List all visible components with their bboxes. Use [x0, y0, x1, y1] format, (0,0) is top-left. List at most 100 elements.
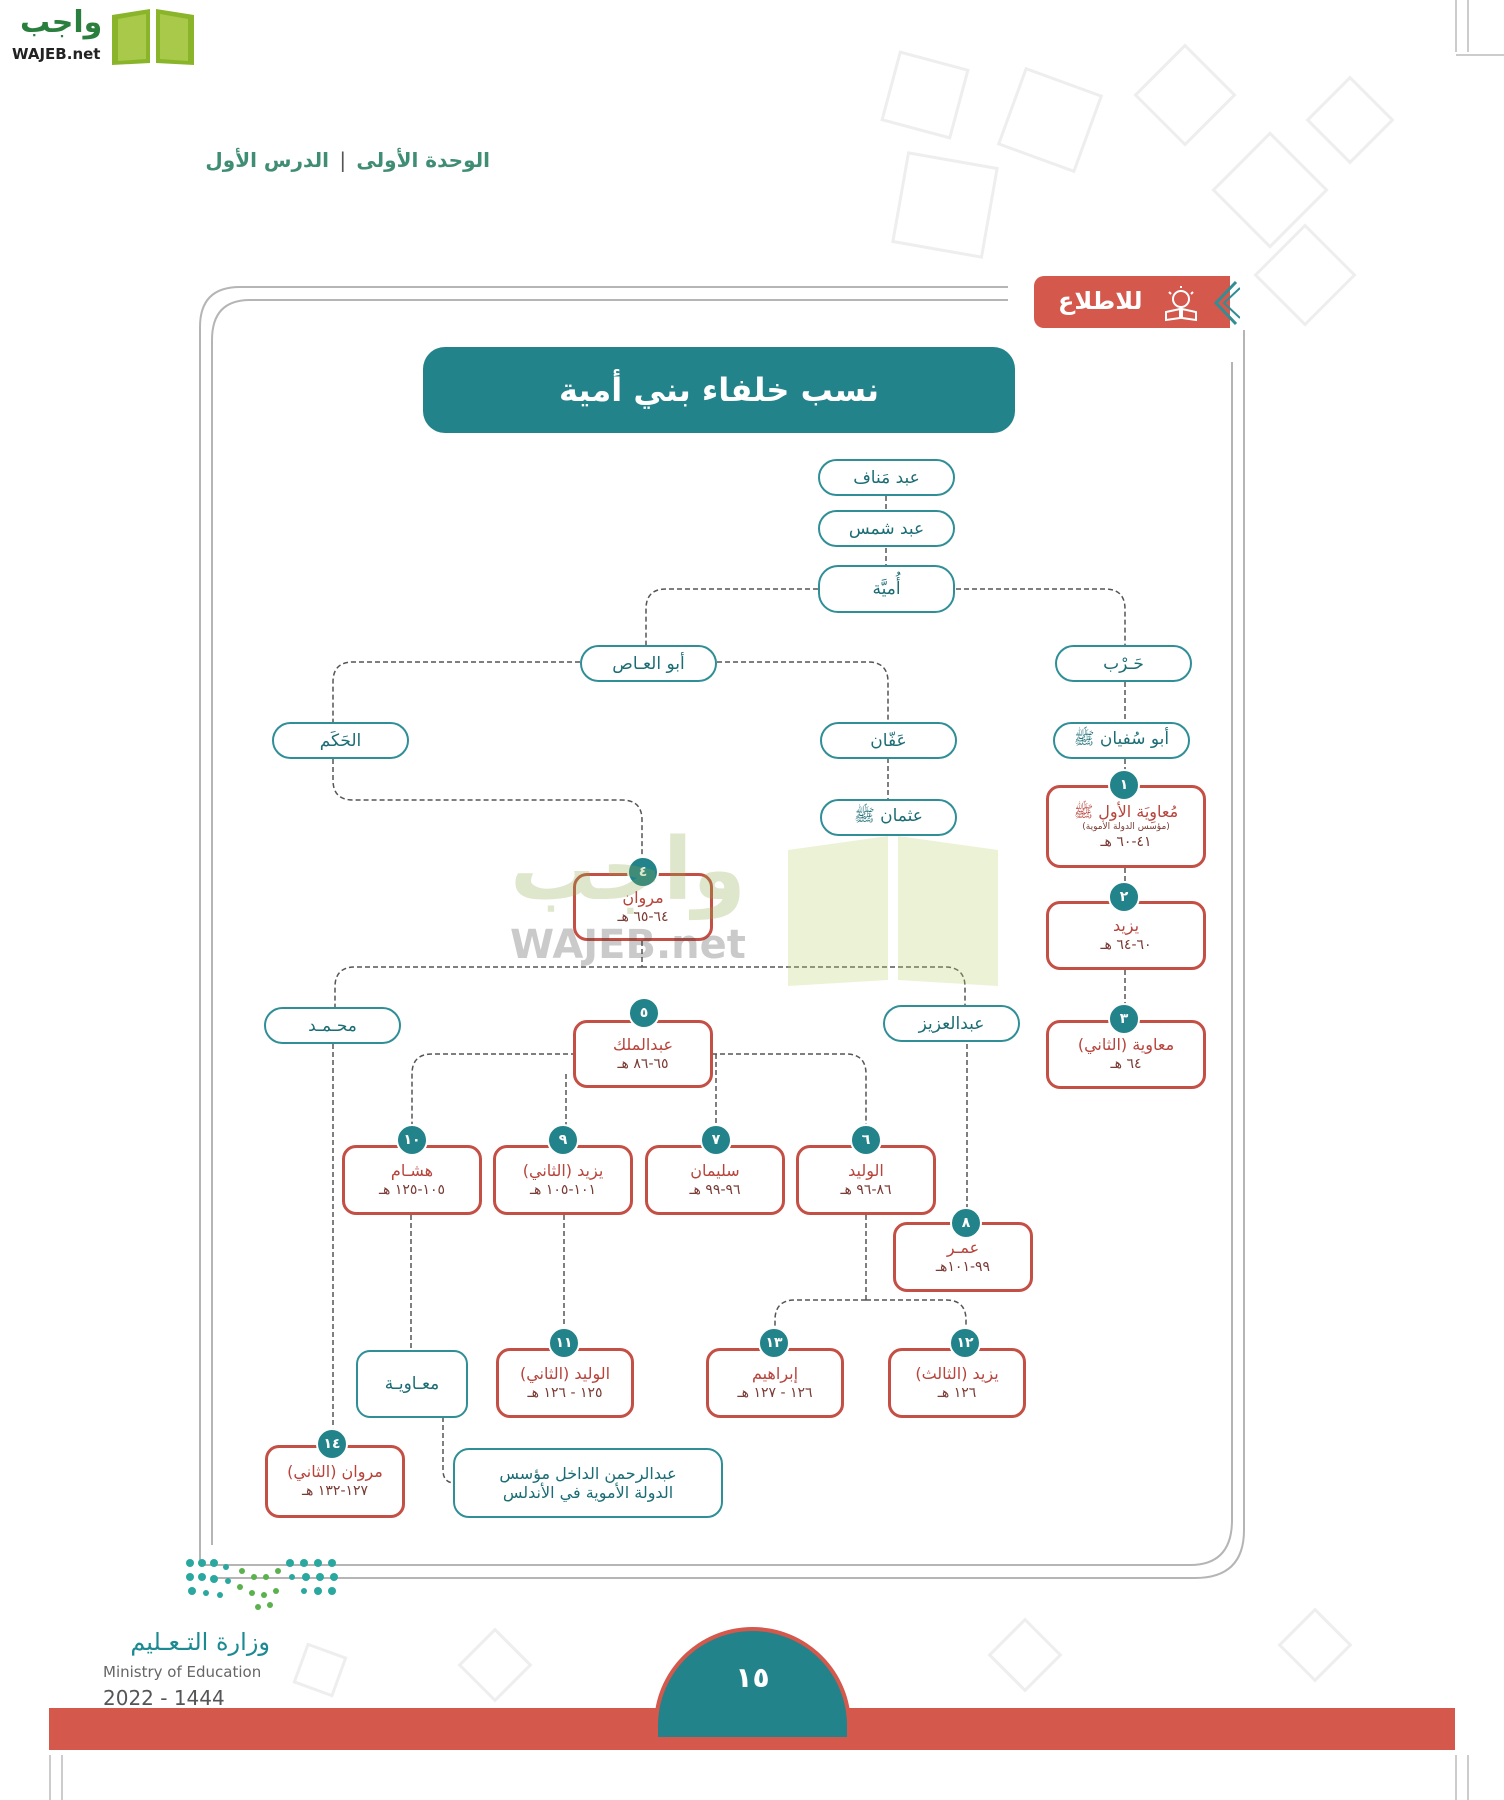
node-walid-2: الوليد (الثاني) ١٢٥ - ١٢٦ هـ: [496, 1348, 634, 1418]
badge-11: ١١: [548, 1327, 580, 1359]
site-logo: واجب WAJEB.net: [8, 5, 194, 67]
info-tag-background: [1034, 276, 1230, 328]
node-yazid-3: يزيد (الثالث) ١٢٦ هـ: [888, 1348, 1026, 1418]
header-separator: |: [339, 148, 347, 172]
badge-7: ٧: [700, 1124, 732, 1156]
node-name: الوليد: [848, 1160, 884, 1180]
unit-title: الوحدة الأولى: [356, 148, 490, 172]
node-name: سليمان: [690, 1160, 740, 1180]
node-name: حَـرْب: [1103, 653, 1144, 674]
node-name: هشـام: [390, 1160, 434, 1180]
crop-marks: [49, 0, 1504, 1800]
node-al-walid-1: الوليد ٨٦-٩٦ هـ: [796, 1145, 936, 1215]
badge-1: ١: [1108, 769, 1140, 801]
ministry-name-english: Ministry of Education: [103, 1663, 262, 1681]
node-name: يزيد (الثاني): [522, 1160, 604, 1180]
node-name: عَفّان: [870, 730, 907, 751]
node-years: ١٠٥-١٢٥ هـ: [378, 1181, 446, 1198]
badge-8: ٨: [950, 1207, 982, 1239]
diagram-title: نسب خلفاء بني أمية: [558, 371, 880, 409]
node-name: مروان (الثاني): [287, 1462, 383, 1482]
node-name: مروان: [622, 887, 664, 907]
node-muhammad: محـمـد: [264, 1007, 401, 1044]
ministry-dots-icon: [186, 1559, 338, 1610]
node-abu-sufyan: أبو سُفيان ﷺ: [1053, 722, 1190, 759]
node-abd-manaf: عبد مَناف: [818, 459, 955, 496]
node-line1: عبدالرحمن الداخل مؤسس: [499, 1464, 677, 1483]
node-line2: الدولة الأموية في الأندلس: [502, 1483, 674, 1502]
badge-6: ٦: [850, 1124, 882, 1156]
node-abd-al-malik: عبدالملك ٦٥-٨٦ هـ: [573, 1020, 713, 1088]
node-years: ١٢٥ - ١٢٦ هـ: [527, 1384, 603, 1401]
node-name: الوليد (الثاني): [519, 1363, 611, 1383]
node-ibrahim: إبراهيم ١٢٦ - ١٢٧ هـ: [706, 1348, 844, 1418]
badge-5: ٥: [628, 997, 660, 1029]
node-name: مُعاوِيَة الأول ﷺ: [1073, 802, 1179, 821]
node-name: عبدالملك: [612, 1034, 674, 1054]
node-muawiya-1: مُعاوِيَة الأول ﷺ (مؤسس الدولة الأموية) …: [1046, 785, 1206, 868]
node-name: معاوية (الثاني): [1077, 1035, 1175, 1055]
badge-9: ٩: [547, 1124, 579, 1156]
badge-3: ٣: [1108, 1003, 1140, 1035]
node-years: ٦٠-٦٤ هـ: [1100, 937, 1152, 954]
node-years: ١٢٦ - ١٢٧ هـ: [737, 1384, 813, 1401]
chevron-left-icon: [1213, 280, 1240, 326]
connector-lines: [332, 496, 1126, 1484]
node-abu-al-as: أبو العـاص: [580, 645, 717, 682]
info-tag: للاطلاع: [1034, 276, 1240, 331]
node-affan: عَفّان: [820, 722, 957, 759]
ministry-name-arabic: وزارة التـعـليم: [130, 1628, 270, 1656]
node-abd-al-aziz: عبدالعزيز: [883, 1005, 1020, 1042]
edition-years: 2022 - 1444: [103, 1686, 225, 1710]
node-name: عمـر: [946, 1237, 980, 1257]
node-note: (مؤسس الدولة الأموية): [1082, 822, 1170, 832]
node-years: ٤١-٦٠ هـ: [1100, 833, 1152, 850]
lesson-header: الوحدة الأولى | الدرس الأول: [190, 148, 490, 172]
badge-4: ٤: [627, 856, 659, 888]
badge-10: ١٠: [396, 1124, 428, 1156]
node-name: أبو سُفيان ﷺ: [1073, 729, 1170, 749]
node-name: أبو العـاص: [612, 653, 685, 674]
logo-text-arabic: واجب: [20, 5, 103, 40]
node-umayya: أُميَّة: [818, 565, 955, 613]
node-years: ٨٦-٩٦ هـ: [840, 1181, 892, 1198]
node-name: أُميَّة: [872, 579, 901, 599]
node-years: ١٠١-١٠٥ هـ: [529, 1181, 597, 1198]
badge-2: ٢: [1108, 881, 1140, 913]
node-years: ٩٩-١٠١هـ: [935, 1258, 991, 1275]
badge-13: ١٣: [758, 1327, 790, 1359]
node-sulayman: سليمان ٩٦-٩٩ هـ: [645, 1145, 785, 1215]
node-years: ٦٤-٦٥ هـ: [617, 908, 669, 925]
node-years: ١٢٦ هـ: [937, 1384, 977, 1401]
node-name: يزيد (الثالث): [915, 1363, 999, 1383]
node-al-hakam: الحَكَم: [272, 722, 409, 759]
lesson-title: الدرس الأول: [205, 148, 329, 172]
node-name: عبد مَناف: [853, 467, 920, 488]
node-name: يزيد: [1112, 916, 1140, 936]
node-name: إبراهيم: [751, 1363, 799, 1383]
node-abd-al-rahman: عبدالرحمن الداخل مؤسس الدولة الأموية في …: [453, 1448, 723, 1518]
node-name: عبدالعزيز: [918, 1013, 985, 1034]
node-years: ٦٤ هـ: [1110, 1056, 1142, 1073]
lightbulb-book-icon: [1165, 286, 1197, 322]
node-years: ٩٦-٩٩ هـ: [689, 1181, 741, 1198]
node-name: الحَكَم: [319, 730, 362, 751]
page-number: ١٥: [735, 1660, 770, 1694]
node-uthman: عثمان ﷺ: [820, 799, 957, 836]
badge-12: ١٢: [949, 1327, 981, 1359]
diagram-title-banner: نسب خلفاء بني أمية: [423, 347, 1015, 433]
node-name: عبد شمس: [848, 518, 925, 539]
node-name: محـمـد: [308, 1015, 357, 1036]
background-pattern: [292, 43, 1395, 1703]
node-name: معـاويـة: [384, 1374, 440, 1394]
info-tag-label: للاطلاع: [1058, 287, 1143, 315]
badge-14: ١٤: [316, 1428, 348, 1460]
node-name: عثمان ﷺ: [854, 806, 923, 826]
node-abd-shams: عبد شمس: [818, 510, 955, 547]
node-years: ١٢٧-١٣٢ هـ: [301, 1483, 369, 1500]
logo-text-latin: WAJEB.net: [12, 45, 101, 63]
node-harb: حَـرْب: [1055, 645, 1192, 682]
frame-border: [199, 286, 1245, 1579]
node-muawiya-son: معـاويـة: [356, 1350, 468, 1418]
